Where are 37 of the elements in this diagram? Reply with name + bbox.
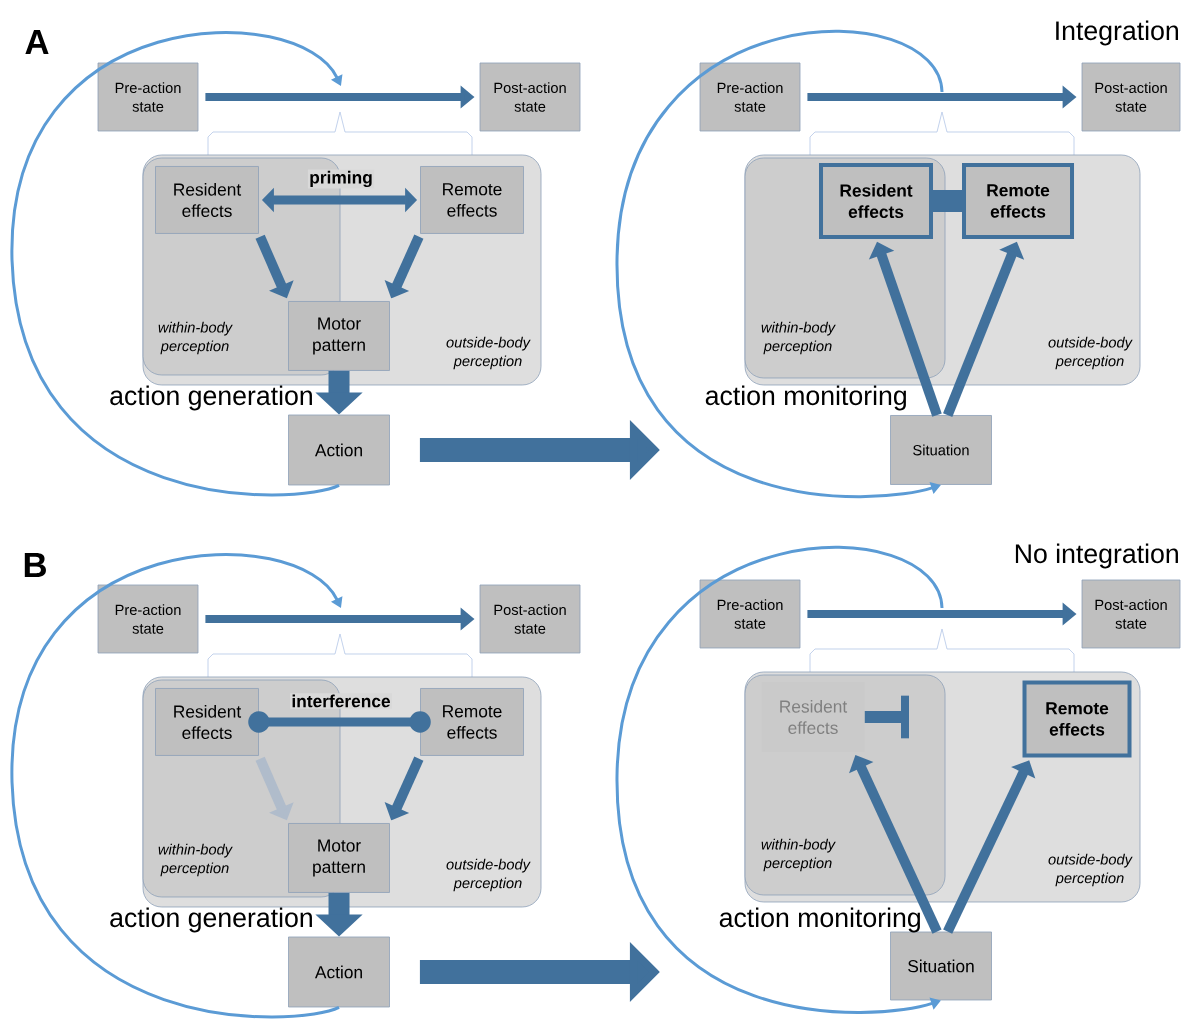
effect-box: Pre-action state	[699, 62, 801, 132]
heading-label: action generation	[110, 907, 312, 933]
panel-letter: B	[24, 553, 46, 577]
heading-label: action monitoring	[719, 907, 920, 933]
effect-box: Resident effects	[155, 166, 259, 234]
connector-bar	[933, 190, 962, 212]
effect-box: Remote effects	[420, 166, 524, 234]
effect-box: Remote effects	[420, 688, 524, 756]
effect-box: Action	[288, 414, 390, 486]
effect-box: Pre-action state	[97, 584, 199, 654]
arrow	[10, 553, 343, 1019]
arrow	[615, 30, 944, 499]
edge-label: interference	[290, 693, 392, 709]
effect-box: Pre-action state	[97, 62, 199, 132]
connector	[248, 711, 431, 733]
panel-letter: A	[25, 30, 49, 54]
arrow	[849, 755, 942, 934]
arrow	[10, 31, 343, 497]
effect-box: Situation	[890, 415, 992, 485]
effect-box: Post-action state	[1081, 62, 1181, 132]
arrow	[615, 546, 944, 1014]
effect-box: Motor pattern	[288, 823, 390, 893]
heading-label: action generation	[110, 385, 312, 411]
connector	[864, 695, 909, 739]
effect-box: Resident effects	[155, 688, 259, 756]
effect-box: Post-action state	[1081, 579, 1181, 649]
effect-box: Remote effects	[962, 163, 1074, 239]
heading-label: No integration	[1015, 543, 1178, 569]
effect-box: Post-action state	[479, 62, 581, 132]
effect-box: Motor pattern	[288, 301, 390, 371]
effect-box: Resident effects	[819, 163, 933, 239]
effect-box: Resident effects	[761, 682, 865, 752]
effect-box: Pre-action state	[699, 579, 801, 649]
heading-label: action monitoring	[705, 385, 906, 411]
effect-box: Remote effects	[1022, 680, 1132, 758]
effect-box: Post-action state	[479, 584, 581, 654]
effect-box: Action	[288, 936, 390, 1008]
